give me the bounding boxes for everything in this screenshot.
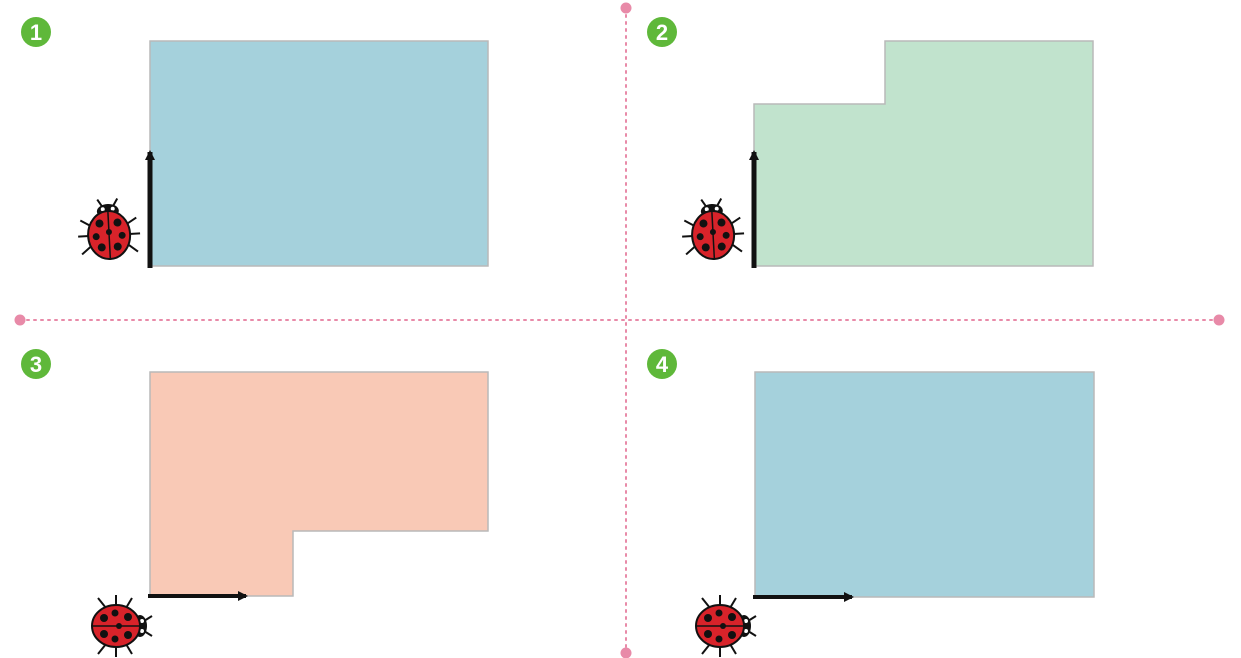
panel-4: 4	[647, 349, 1094, 657]
panel-1: 1	[21, 17, 488, 268]
panel-2: 2	[647, 17, 1093, 268]
step-shape	[754, 41, 1093, 266]
panel-3: 3	[21, 349, 488, 657]
ladybug-icon	[76, 197, 141, 260]
rectangle-shape	[755, 372, 1094, 597]
divider-endpoint-left	[15, 315, 26, 326]
panel-number: 3	[30, 352, 42, 377]
step-shape	[150, 372, 488, 596]
divider-endpoint-right	[1214, 315, 1225, 326]
divider-endpoint-bottom	[621, 648, 632, 658]
panel-number: 2	[656, 20, 668, 45]
panel-number: 4	[656, 352, 669, 377]
panel-number: 1	[30, 20, 42, 45]
ladybug-icon	[696, 595, 756, 657]
ladybug-icon	[92, 595, 152, 657]
divider-endpoint-top	[621, 3, 632, 14]
ladybug-icon	[680, 197, 745, 260]
rectangle-shape	[150, 41, 488, 266]
